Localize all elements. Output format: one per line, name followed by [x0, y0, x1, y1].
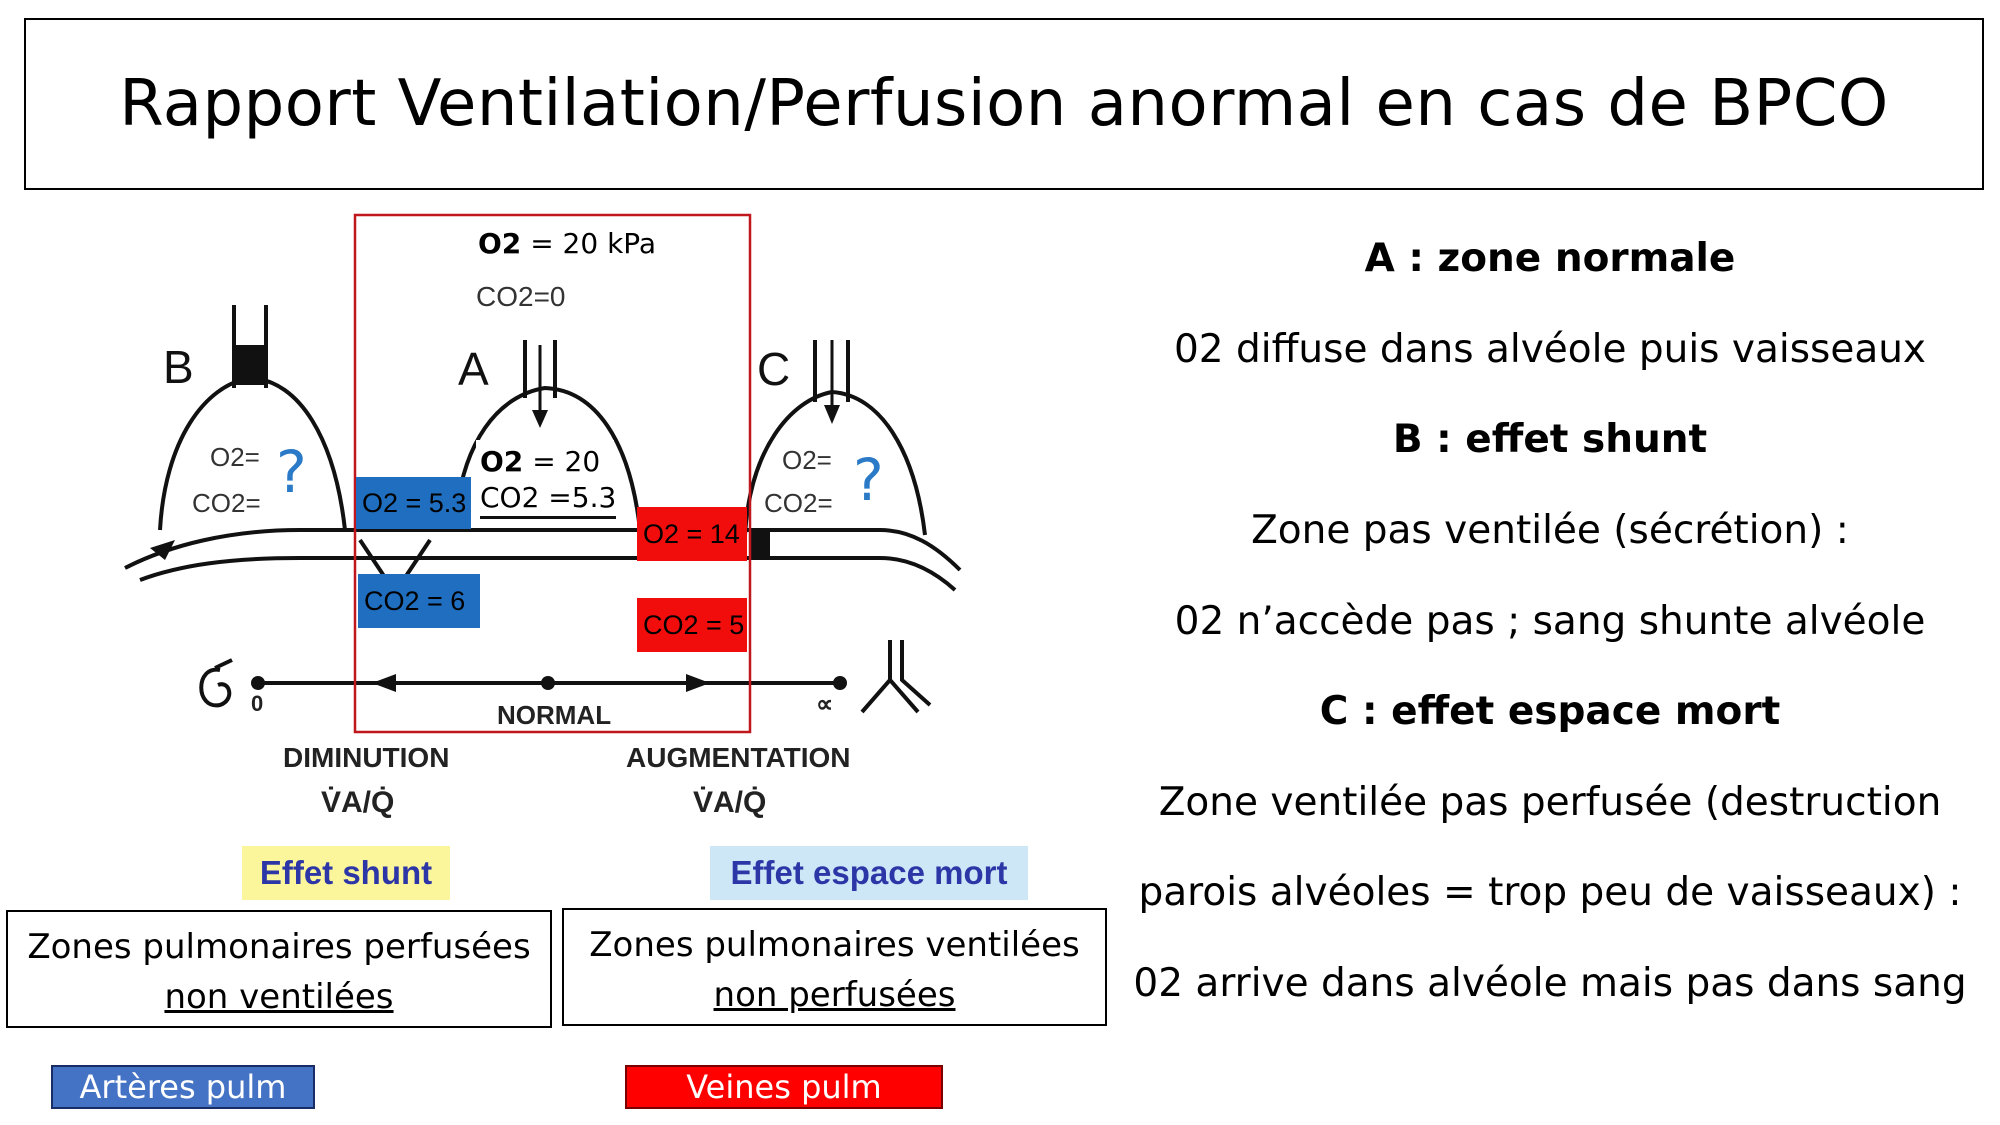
axis-point-normal [541, 676, 555, 690]
axis-normal-label: NORMAL [497, 700, 612, 730]
axis-ratio-right: V̇A/Q̇ [693, 786, 767, 819]
legend-veins: Veines pulm [625, 1065, 943, 1109]
alveolus-b-unknown: ? [276, 438, 307, 506]
zone-ventilated-line2: non perfusées [713, 975, 956, 1015]
arterial-co2-box: CO2 = 6 [358, 574, 480, 628]
capillary-top-line [124, 528, 962, 572]
title-box: Rapport Ventilation/Perfusion anormal en… [24, 18, 1984, 190]
venous-co2-box: CO2 = 5 [637, 598, 747, 652]
explanation-line-0: A : zone normale [1364, 236, 1736, 281]
zone-perfused-box: Zones pulmonaires perfusées non ventilée… [6, 910, 552, 1028]
explanation-line-3: Zone pas ventilée (sécrétion) : [1251, 508, 1849, 553]
blocked-airway-icon [199, 667, 232, 708]
shunt-effect-label: Effet shunt [242, 846, 450, 900]
alveolus-a-co2: CO2 =5.3 [480, 480, 617, 519]
explanation-line-2: B : effet shunt [1392, 417, 1708, 462]
alveolus-a-gas-panel [476, 440, 614, 522]
axis-zero-label: 0 [251, 691, 264, 716]
axis-point-infinity [833, 676, 847, 690]
capillary-bottom-line [139, 556, 957, 592]
zone-ventilated-box: Zones pulmonaires ventilées non perfusée… [562, 908, 1107, 1026]
alveolus-c-blocked-capillary [750, 532, 770, 558]
blocked-airway-icon-stroke [214, 658, 233, 670]
inspired-o2: O2 = 20 kPa [478, 227, 657, 260]
explanation-line-7: parois alvéoles = trop peu de vaisseaux)… [1138, 870, 1962, 915]
alveolus-c-co2: CO2= [764, 488, 833, 518]
explanation-line-6: Zone ventilée pas perfusée (destruction [1158, 780, 1942, 825]
zone-perfused-line1: Zones pulmonaires perfusées [27, 927, 531, 967]
zone-ventilated-line1: Zones pulmonaires ventilées [589, 925, 1080, 965]
letter-b: B [163, 341, 194, 393]
normal-zone-frame [353, 213, 752, 734]
arterial-o2-box: O2 = 5.3 [356, 477, 471, 529]
explanation-line-1: 02 diffuse dans alvéole puis vaisseaux [1173, 327, 1927, 372]
alveolus-b-plug [234, 345, 266, 385]
alveolus-c-o2: O2= [782, 445, 832, 475]
axis-decrease-label: DIMINUTION [283, 742, 450, 773]
alveolus-c-arrowhead [824, 405, 840, 424]
open-airway-icon [860, 640, 932, 714]
legend-arteries: Artères pulm [51, 1065, 315, 1109]
dead-space-effect-label: Effet espace mort [710, 846, 1028, 900]
axis-arrow-right [686, 674, 710, 692]
alveolus-a-arrowhead [532, 410, 548, 428]
alveolus-b-co2: CO2= [192, 488, 261, 518]
page-title: Rapport Ventilation/Perfusion anormal en… [119, 67, 1889, 141]
inspired-co2: CO2=0 [476, 281, 566, 312]
axis-ratio-left: V̇A/Q̇ [321, 786, 395, 819]
alveolus-a-outline [453, 385, 642, 531]
alveolus-c-unknown: ? [853, 446, 884, 514]
explanation-line-8: 02 arrive dans alvéole mais pas dans san… [1133, 961, 1967, 1006]
alveolus-b-o2: O2= [210, 442, 260, 472]
venous-o2-box: O2 = 14 [637, 507, 747, 561]
axis-point-zero [251, 676, 265, 690]
letter-c: C [757, 343, 791, 395]
letter-a: A [458, 343, 489, 395]
explanation-line-4: 02 n’accède pas ; sang shunte alvéole [1174, 599, 1926, 644]
axis-increase-label: AUGMENTATION [626, 742, 851, 773]
axis-infinity-label: ∝ [816, 691, 834, 718]
alveolus-a-o2: O2 = 20 [480, 445, 601, 478]
zone-perfused-line2: non ventilées [164, 977, 394, 1017]
explanation-line-5: C : effet espace mort [1319, 689, 1781, 734]
capillary-inflow-arrowhead [150, 540, 175, 560]
axis-arrow-left [372, 674, 396, 692]
